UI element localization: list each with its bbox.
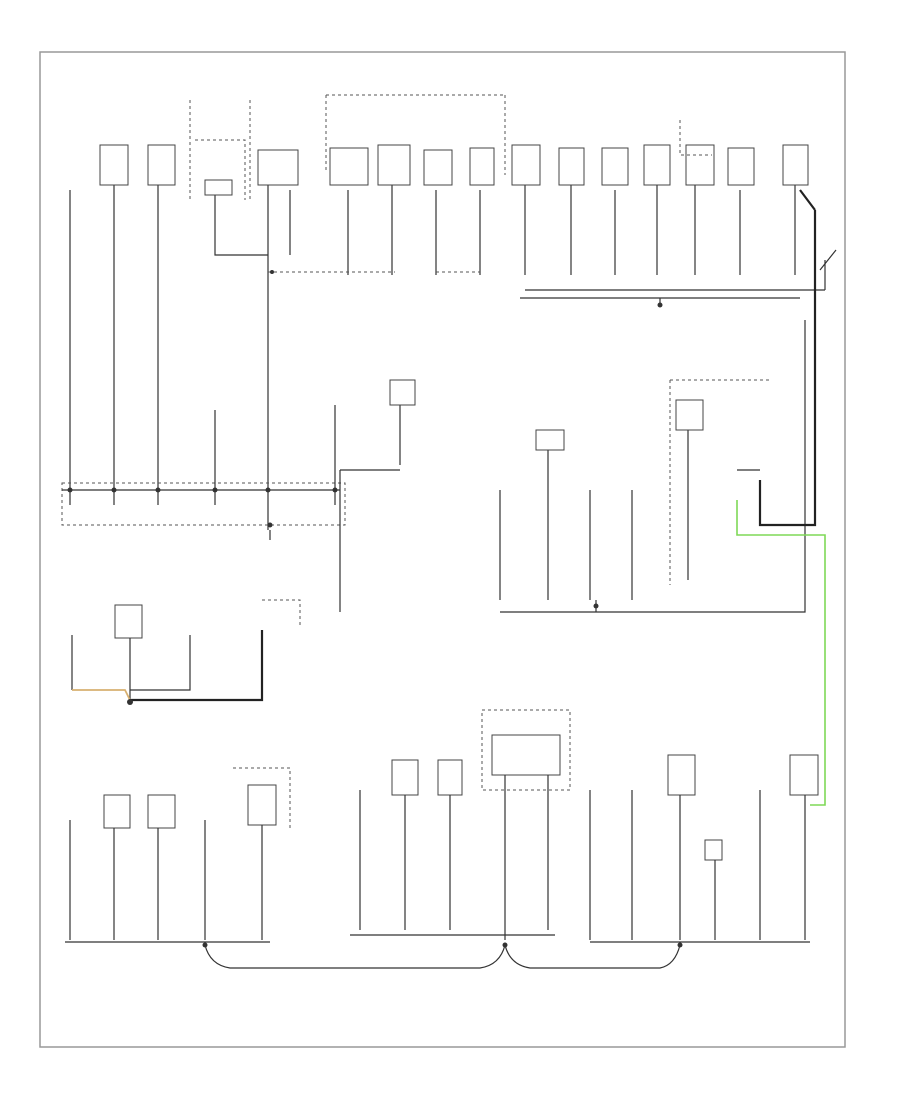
middle-right-section bbox=[499, 189, 837, 806]
top-row-components bbox=[99, 94, 809, 200]
bottom-row-wires bbox=[65, 709, 819, 969]
top-row-wires bbox=[69, 185, 826, 505]
lower-left-section bbox=[71, 599, 301, 705]
diagram-frame bbox=[39, 51, 846, 1048]
tan-wire bbox=[72, 689, 131, 701]
green-wire bbox=[736, 500, 826, 806]
middle-left-bus bbox=[61, 379, 416, 612]
